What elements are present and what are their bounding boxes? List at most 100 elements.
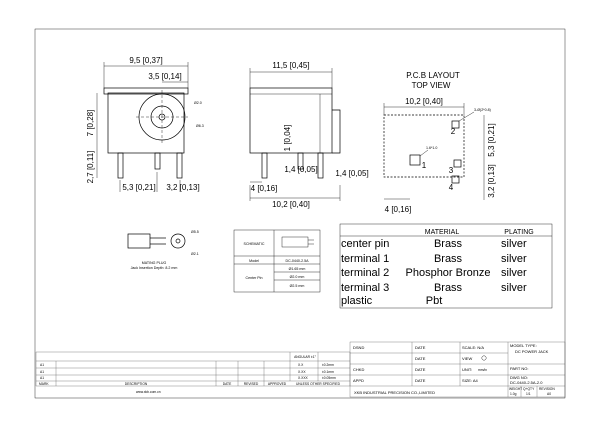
revision-mark: A1 — [40, 376, 44, 380]
front-hole-inner: Ø2.0 — [194, 101, 202, 105]
side-dim-pin-height: 1 [0,04] — [283, 125, 292, 152]
front-hole-outer: Ø6.3 — [196, 124, 204, 128]
side-view: 11,5 [0,45] 1 [0,04] 1,4 [0,05] 1,4 [0,0… — [249, 61, 369, 209]
title-date: DATE — [415, 345, 426, 350]
pcb-dim-width: 10,2 [0,40] — [405, 97, 443, 106]
title-date: DATE — [415, 356, 426, 361]
material-header-plating: PLATING — [504, 229, 533, 236]
title-block: DSND DATE CHKD DATE DATE APPD DATE SCALE… — [349, 341, 566, 398]
material-row-part: terminal 2 — [341, 267, 389, 279]
schematic-label: SCHEMATIC — [244, 242, 265, 246]
pcb-pin-3: 3 — [449, 166, 454, 175]
side-dim-total: 10,2 [0,40] — [272, 200, 310, 209]
material-row-part: center pin — [341, 238, 389, 250]
front-view: 9,5 [0,37] 3,5 [0,14] 7 [0,28] 2,7 [0,11… — [86, 56, 204, 192]
pcb-dim-side-a: 5,3 [0,21] — [487, 123, 496, 156]
title-date: DATE — [415, 378, 426, 383]
pcb-pin-1: 1 — [422, 161, 427, 170]
material-row-material: Brass — [434, 238, 463, 250]
tolerance-value: ±0.2mm — [322, 363, 334, 367]
front-dim-offset: 3,5 [0,14] — [148, 72, 181, 81]
side-dim-pin-b: 1,4 [0,05] — [335, 169, 368, 178]
revision-block: ANGULAR ±1° X.X ±0.2mm X.XX ±0.1mm X.XXX… — [35, 351, 351, 394]
title-unit-value: mm/in — [478, 368, 487, 372]
mating-plug-dim-b: Ø2.1 — [191, 252, 199, 256]
front-dim-height: 7 [0,28] — [86, 110, 95, 137]
tolerance-title: ANGULAR ±1° — [294, 355, 316, 359]
front-dim-right: 3,2 [0,13] — [166, 183, 199, 192]
schematic-model-value: DC-0440-2.5A — [286, 259, 310, 263]
title-dsnd: DSND — [353, 345, 364, 350]
pcb-pin-2: 2 — [451, 127, 456, 136]
mating-plug-dim-a: Ø5.5 — [191, 230, 199, 234]
mating-plug-caption: MATING PLUG — [142, 261, 167, 265]
schematic-value-3: Ø2.5 mm — [290, 284, 305, 288]
material-row-plating: silver — [501, 238, 527, 250]
material-row-material: Pbt — [426, 295, 443, 307]
title-weight-label: WEIGHT — [509, 387, 522, 391]
revision-mark: A1 — [40, 363, 44, 367]
revision-mark: A1 — [40, 370, 44, 374]
title-qty: 1/1 — [526, 392, 531, 396]
title-weight: 1.0g — [510, 392, 517, 396]
front-dim-pin: 2,7 [0,11] — [86, 151, 95, 184]
material-row-part: plastic — [341, 295, 373, 307]
front-dim-left: 5,3 [0,21] — [122, 183, 155, 192]
title-appd: APPD — [353, 378, 364, 383]
tolerance-format: X.X — [298, 363, 304, 367]
material-row-plating: silver — [501, 267, 527, 279]
mating-plug: Ø5.5 Ø2.1 MATING PLUG Jack Insertion Dep… — [127, 230, 199, 270]
schematic-value-1: Ø1.65 mm — [289, 267, 306, 271]
rev-header-approved: APPROVED — [268, 382, 287, 386]
tolerance-value: ±0.05mm — [322, 376, 336, 380]
title-scale: SCALE: N/A — [462, 345, 484, 350]
rev-header-date: DATE — [223, 382, 232, 386]
tolerance-format: X.XXX — [298, 376, 309, 380]
title-unit: UNIT: — [462, 367, 472, 372]
title-company: XKB INDUSTRIAL PRECISION CO.,LIMITED — [354, 390, 435, 395]
material-row-part: terminal 3 — [341, 282, 389, 294]
pcb-dim-bottom: 4 [0,16] — [385, 205, 412, 214]
drawing-border — [34, 28, 566, 399]
title-dwg-no: DC-0440-2.5A-2.0 — [510, 380, 543, 385]
material-row-plating: silver — [501, 282, 527, 294]
view-projection-icon — [481, 355, 487, 361]
material-row-material: Brass — [434, 282, 463, 294]
side-dim-length: 11,5 [0,45] — [272, 61, 309, 70]
title-revision: A0 — [547, 392, 551, 396]
rev-header-mark: MARK — [39, 382, 49, 386]
material-row-plating: silver — [501, 253, 527, 265]
rev-header-revised: REVISED — [244, 382, 259, 386]
material-row-material: Brass — [434, 253, 463, 265]
pcb-slot-note: 1.6*1.0 — [426, 146, 437, 150]
pcb-hole-note: 3-Ø(2*0.8) — [474, 108, 491, 112]
schematic-model-label: Model — [249, 259, 259, 263]
tolerance-format: X.XX — [298, 370, 306, 374]
schematic-center-pin-label: Center Pin — [246, 276, 263, 280]
footer-web: www.xkb.com.cn — [136, 390, 161, 394]
title-model-type-label: MODEL TYPE: — [510, 343, 537, 348]
title-chkd: CHKD — [353, 367, 364, 372]
side-dim-bottom: 4 [0,16] — [251, 184, 278, 193]
front-dim-width: 9,5 [0,37] — [129, 56, 162, 65]
title-dwg-no-label: DWG NO: — [510, 375, 528, 380]
title-size: SIZE: A4 — [462, 378, 479, 383]
schematic-table: SCHEMATIC Model DC-0440-2.5A Center Pin … — [233, 229, 321, 293]
title-date: DATE — [415, 367, 426, 372]
material-table: MATERIAL PLATING center pin Brass silver… — [339, 223, 553, 309]
title-revision-label: REVISION — [539, 387, 555, 391]
material-header-material: MATERIAL — [425, 229, 460, 236]
rev-header-description: DESCRIPTION — [125, 382, 148, 386]
title-part-no: PART NO: — [510, 366, 528, 371]
tolerance-value: ±0.1mm — [322, 370, 334, 374]
side-dim-pin-a: 1,4 [0,05] — [284, 165, 317, 174]
pcb-pin-4: 4 — [449, 183, 454, 192]
title-view: VIEW — [462, 356, 472, 361]
pcb-layout: P.C.B LAYOUT TOP VIEW 10,2 [0,40] 2 1 3 … — [383, 71, 496, 214]
mating-plug-note: Jack Insertion Depth: 8.2 mm — [131, 266, 178, 270]
schematic-value-2: Ø2.0 mm — [290, 275, 305, 279]
title-model-type: DC POWER JACK — [515, 349, 549, 354]
material-row-part: terminal 1 — [341, 253, 389, 265]
material-row-material: Phosphor Bronze — [406, 267, 491, 279]
